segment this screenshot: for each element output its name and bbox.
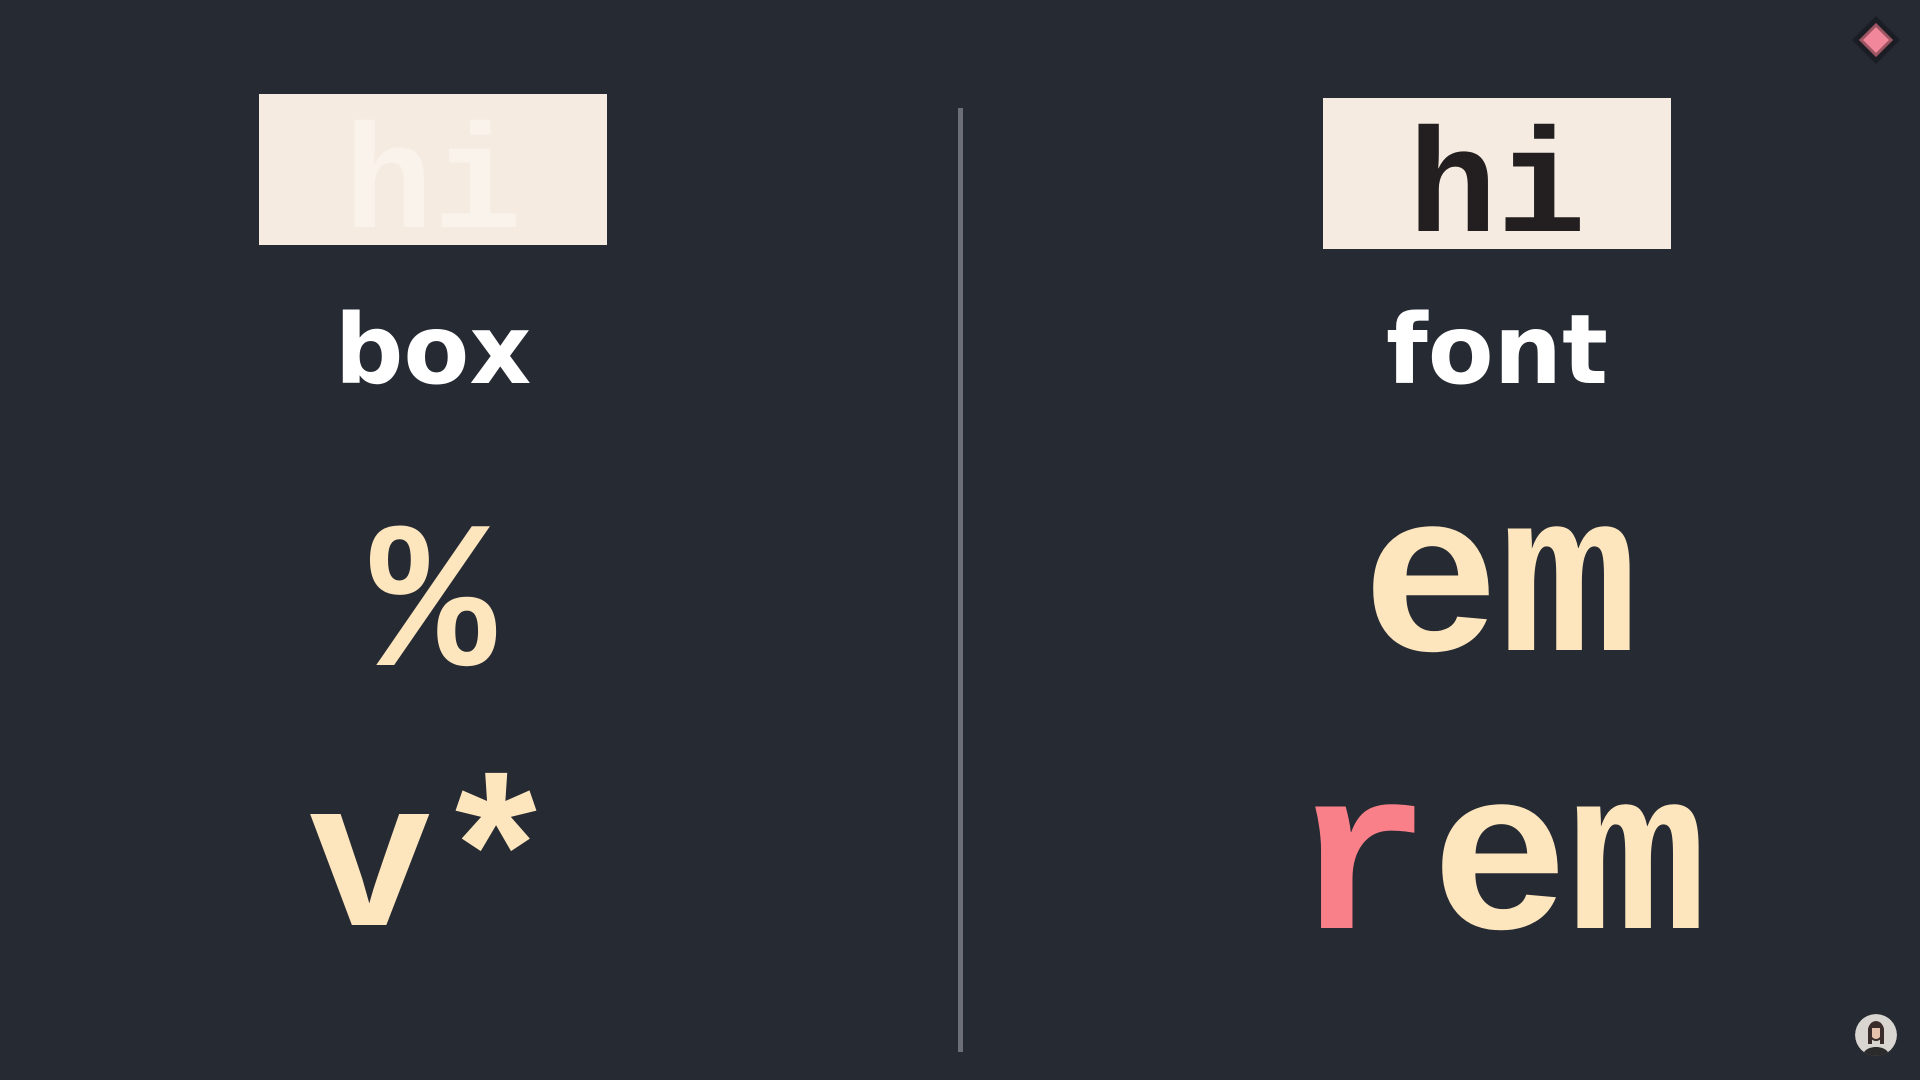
percent-unit: % <box>369 491 497 729</box>
font-label: font <box>1386 294 1608 406</box>
font-sample-text: hi <box>1408 109 1586 276</box>
column-divider <box>958 108 963 1052</box>
rem-prefix: r <box>1292 738 1431 998</box>
rem-suffix: em <box>1430 738 1708 998</box>
em-unit: em <box>1361 460 1639 720</box>
box-label: box <box>334 294 532 406</box>
box-sample-text: hi <box>344 105 522 272</box>
diamond-logo-icon <box>1850 14 1902 66</box>
box-sample-card: hi <box>259 94 607 272</box>
presenter-avatar <box>1855 1014 1897 1056</box>
rem-unit: rem <box>1250 753 1750 983</box>
viewport-unit: v* <box>306 751 560 989</box>
font-sample-card: hi <box>1323 98 1671 276</box>
